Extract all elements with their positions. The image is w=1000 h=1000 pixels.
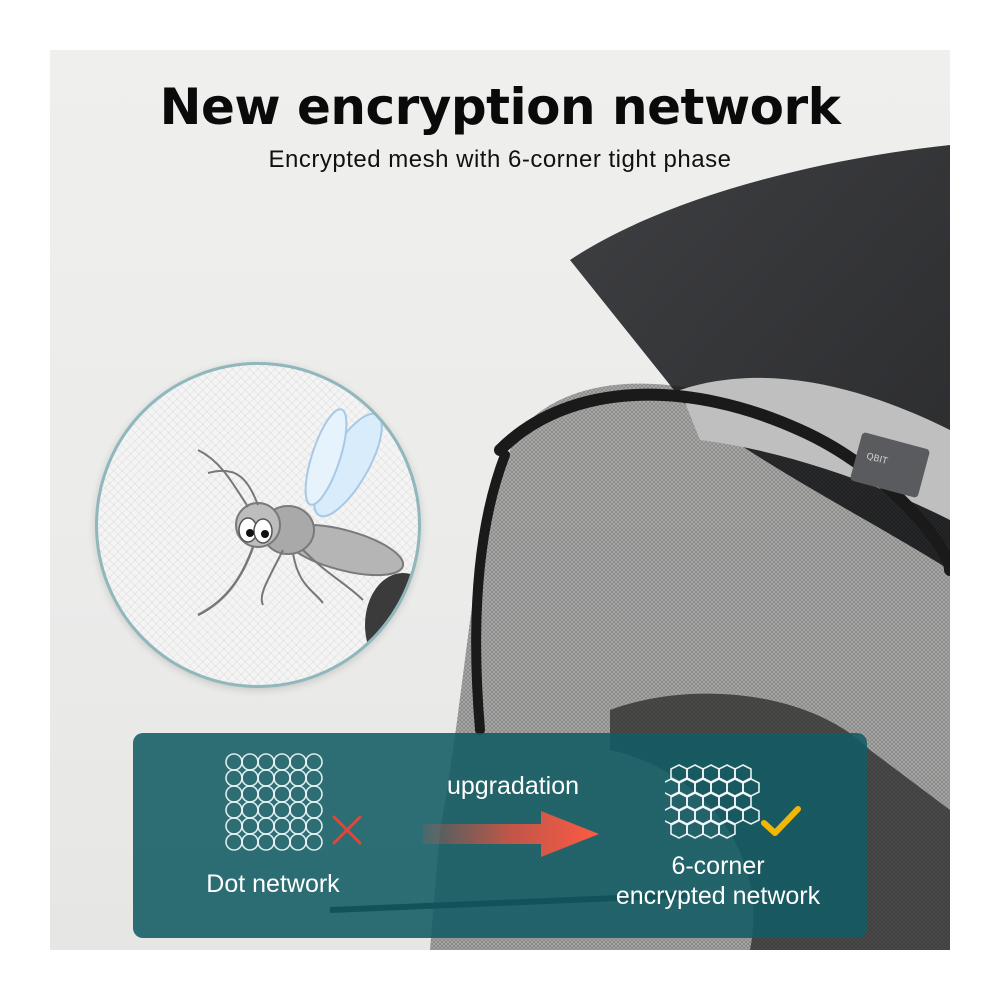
brand-tag: QBIT <box>850 432 930 498</box>
page-title: New encryption network <box>159 78 841 136</box>
check-icon <box>761 806 801 836</box>
dot-network-icon <box>225 753 323 851</box>
arrow-right-icon <box>423 811 599 857</box>
mesh-zoom-circle <box>95 362 421 688</box>
upgradation-label: upgradation <box>446 772 580 800</box>
hexagon-network-label-line2: encrypted network <box>615 882 821 910</box>
hexagon-network-label-line1: 6-corner <box>671 852 765 880</box>
page-subtitle: Encrypted mesh with 6-corner tight phase <box>268 146 732 173</box>
comparison-panel: Dot network upgradation <box>133 733 867 938</box>
mosquito-icon <box>197 408 418 677</box>
hexagon-network-label: 6-corner encrypted network <box>573 851 863 911</box>
cross-icon <box>332 815 362 845</box>
hexagon-network-icon <box>665 764 760 839</box>
product-banner: QBIT New encryption network Encrypted me… <box>50 50 950 950</box>
dot-network-label: Dot network <box>206 870 340 898</box>
